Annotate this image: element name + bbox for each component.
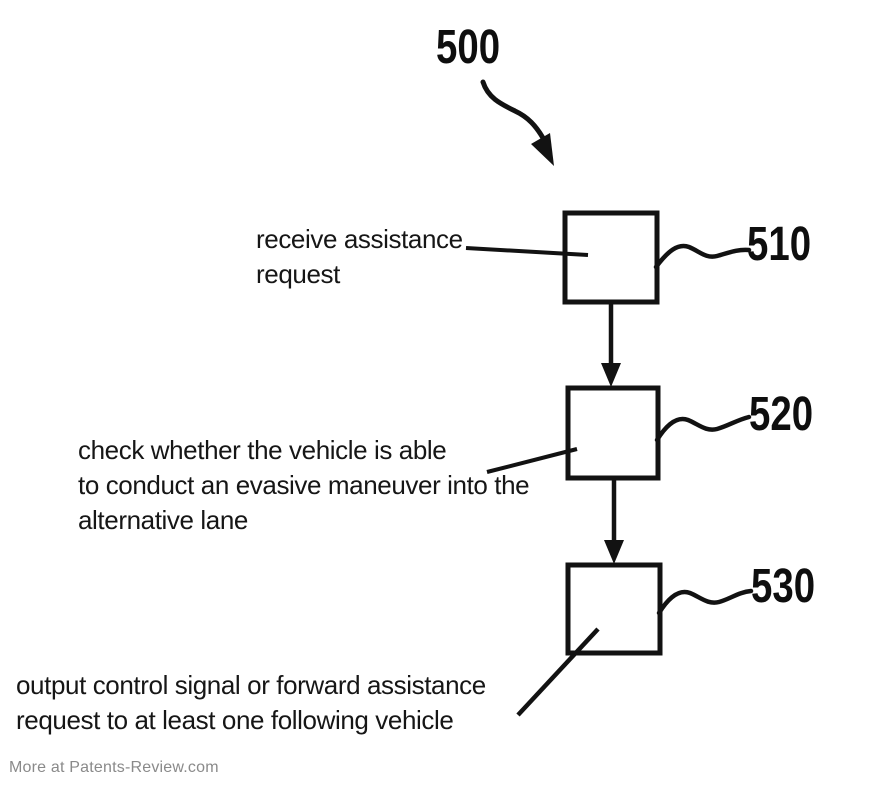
figure-number: 500 — [436, 21, 501, 74]
step-label-line: check whether the vehicle is able — [78, 435, 447, 465]
step-label-530: output control signal or forward assista… — [16, 668, 486, 738]
step-label-line: receive assistance — [256, 224, 463, 254]
step-box-510 — [562, 210, 660, 305]
step-label-line: request — [256, 259, 340, 289]
ref-numeral-530: 530 — [751, 560, 816, 613]
step-label-line: request to at least one following vehicl… — [16, 705, 454, 735]
step-label-line: output control signal or forward assista… — [16, 670, 486, 700]
leader-line-530 — [516, 627, 600, 717]
step-box-530 — [565, 562, 663, 656]
ref-numeral-520: 520 — [749, 388, 814, 441]
step-label-line: to conduct an evasive maneuver into the — [78, 470, 530, 500]
figure-number-arrow-icon — [480, 79, 546, 141]
step-label-510: receive assistance request — [256, 222, 463, 292]
flow-arrow-1-head-icon — [601, 363, 621, 387]
ref-squiggle-530 — [656, 588, 754, 616]
ref-numeral-510: 510 — [747, 218, 812, 271]
leader-line-510 — [465, 246, 589, 257]
step-label-520: check whether the vehicle is able to con… — [78, 433, 530, 538]
step-box-520 — [565, 385, 661, 481]
watermark-text: More at Patents-Review.com — [9, 759, 219, 776]
figure-number-arrowhead-icon — [531, 133, 554, 166]
ref-squiggle-520 — [654, 414, 752, 443]
ref-squiggle-510 — [653, 243, 752, 270]
step-label-line: alternative lane — [78, 505, 248, 535]
leader-line-520 — [486, 447, 578, 474]
flow-arrow-2-head-icon — [604, 540, 624, 564]
